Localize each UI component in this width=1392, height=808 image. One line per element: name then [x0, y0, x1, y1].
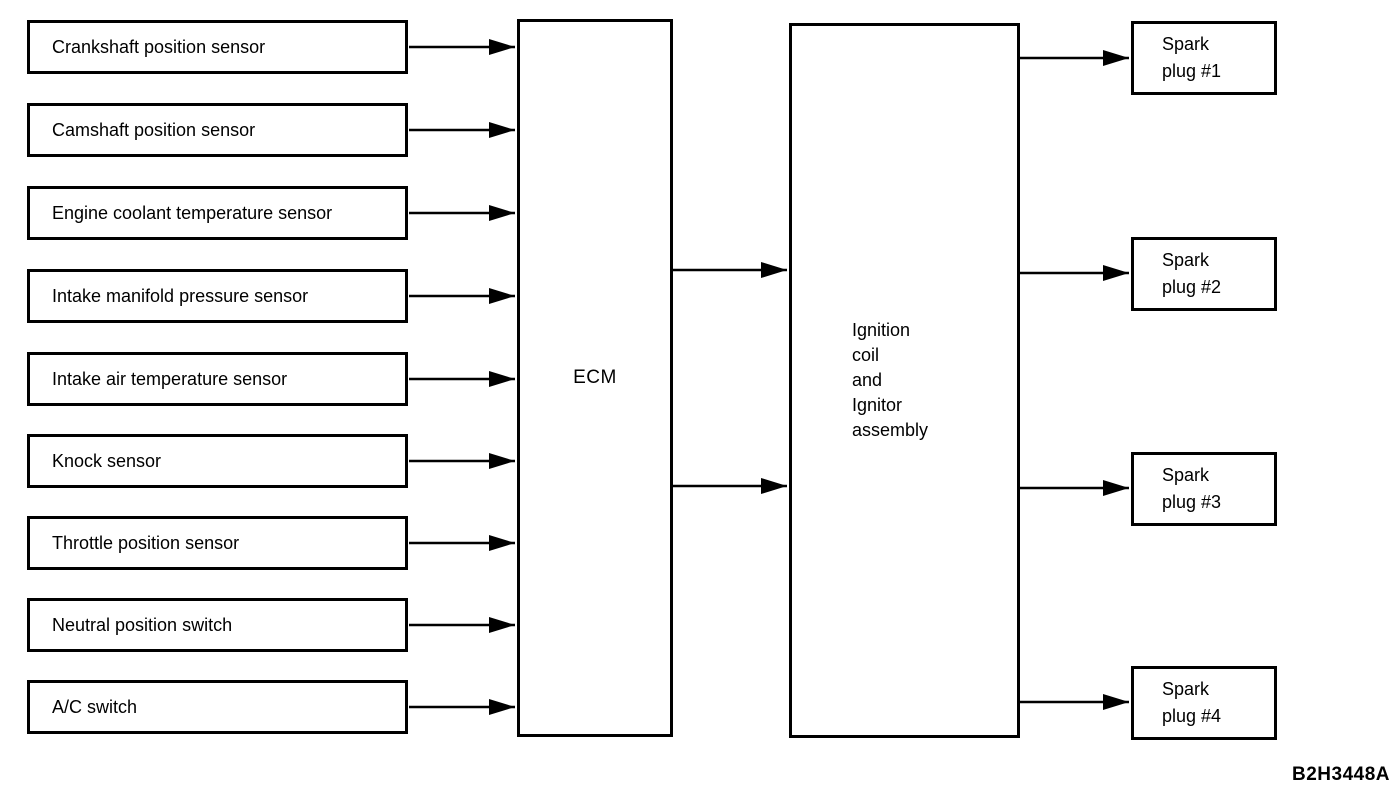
output-label: Spark plug #3 — [1162, 465, 1222, 512]
input-label: Throttle position sensor — [52, 532, 240, 553]
output-box-spark-plug-1: Spark plug #1 — [1131, 21, 1277, 95]
ignition-coil-ignitor-assembly-box: Ignition coil and Ignitor assembly — [789, 23, 1020, 738]
output-box-spark-plug-4: Spark plug #4 — [1131, 666, 1277, 740]
ecm-label: ECM — [573, 367, 617, 388]
output-box-spark-plug-3: Spark plug #3 — [1131, 452, 1277, 526]
output-label: Spark plug #4 — [1162, 679, 1222, 726]
input-box-ac-switch: A/C switch — [27, 680, 408, 734]
input-label: Neutral position switch — [52, 614, 233, 635]
input-label: Knock sensor — [52, 450, 162, 471]
input-box-knock-sensor: Knock sensor — [27, 434, 408, 488]
figure-code: B2H3448A — [1292, 764, 1390, 785]
input-box-throttle-position-sensor: Throttle position sensor — [27, 516, 408, 570]
input-label: Intake air temperature sensor — [52, 368, 288, 389]
input-box-camshaft-position-sensor: Camshaft position sensor — [27, 103, 408, 157]
input-label: Intake manifold pressure sensor — [52, 285, 309, 306]
input-label: A/C switch — [52, 696, 138, 717]
input-box-neutral-position-switch: Neutral position switch — [27, 598, 408, 652]
ignition-label: Ignition coil and Ignitor assembly — [852, 320, 929, 440]
input-label: Engine coolant temperature sensor — [52, 202, 333, 223]
output-label: Spark plug #2 — [1162, 250, 1222, 297]
input-box-intake-air-temperature-sensor: Intake air temperature sensor — [27, 352, 408, 406]
output-box-spark-plug-2: Spark plug #2 — [1131, 237, 1277, 311]
input-label: Crankshaft position sensor — [52, 36, 266, 57]
input-box-crankshaft-position-sensor: Crankshaft position sensor — [27, 20, 408, 74]
output-label: Spark plug #1 — [1162, 34, 1222, 81]
ecm-box: ECM — [517, 19, 673, 737]
input-box-intake-manifold-pressure-sensor: Intake manifold pressure sensor — [27, 269, 408, 323]
input-box-engine-coolant-temperature-sensor: Engine coolant temperature sensor — [27, 186, 408, 240]
input-label: Camshaft position sensor — [52, 119, 256, 140]
